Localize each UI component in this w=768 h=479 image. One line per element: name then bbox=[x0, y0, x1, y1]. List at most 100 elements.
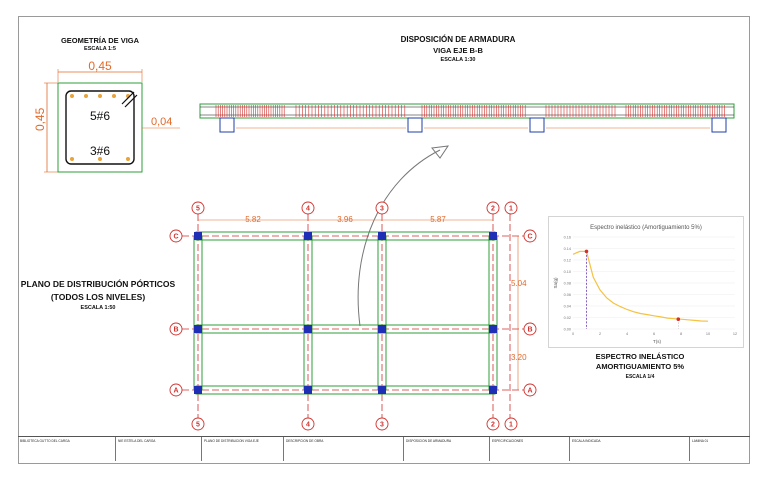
x-tick-label: 2 bbox=[599, 332, 601, 336]
y-tick-label: 0.10 bbox=[564, 270, 571, 274]
callout-arrow bbox=[357, 145, 450, 327]
width-dimension-label: 0,45 bbox=[88, 59, 112, 73]
spectrum-caption-line2: AMORTIGUAMIENTO 5% bbox=[595, 362, 685, 371]
axis-label-c-right: C bbox=[527, 234, 532, 241]
chart-plot-area bbox=[572, 249, 709, 329]
x-tick-label: 12 bbox=[733, 332, 737, 336]
axis-bubble-b-left bbox=[169, 322, 183, 336]
axis-bubble-c-left bbox=[169, 229, 183, 243]
title-block-cell-7: ESCALA INDICADA bbox=[570, 437, 690, 461]
beam-outline bbox=[57, 82, 143, 173]
axis-label-a-right: A bbox=[527, 388, 532, 395]
y-tick-label: 0.02 bbox=[564, 316, 571, 320]
y-tick-label: 0.16 bbox=[564, 236, 571, 240]
axis-bubble-4-bottom bbox=[301, 417, 315, 431]
spectrum-series-line bbox=[572, 250, 709, 322]
y-tick-label: 0.04 bbox=[564, 305, 571, 309]
columns bbox=[194, 232, 497, 394]
title-block-cell-8: LAMINA 01 bbox=[692, 439, 709, 443]
title-block-cell-4: DESCRIPCION DE OBRA bbox=[284, 437, 404, 461]
chart-title: Espectro inelástico (Amortiguamiento 5%) bbox=[590, 225, 702, 231]
reinforcement-subtitle: VIGA EJE B-B bbox=[433, 46, 483, 55]
axis-label-c-left: C bbox=[173, 234, 178, 241]
axis-bubble-b-right bbox=[523, 322, 537, 336]
reinforcement-title: DISPOSICIÓN DE ARMADURA bbox=[400, 35, 516, 44]
title-block-cell-1: BIBLIOTECA GUTTO DEL CARGA bbox=[18, 437, 116, 461]
title-block-cell-2: NIE ESTELA DEL CARGA bbox=[116, 437, 202, 461]
vertical-span-label-1: 5.04 bbox=[511, 279, 527, 288]
y-tick-label: 0.12 bbox=[564, 259, 571, 263]
axis-label-4-bottom: 4 bbox=[306, 422, 310, 429]
title-block-cell-5: DISPOSICION DE ARMADURA bbox=[404, 437, 490, 461]
title-block: BIBLIOTECA GUTTO DEL CARGA NIE ESTELA DE… bbox=[18, 436, 750, 461]
y-tick-label: 0.14 bbox=[564, 247, 571, 251]
top-bars bbox=[70, 94, 130, 98]
axis-label-5-bottom: 5 bbox=[196, 422, 200, 429]
beam-section-title: GEOMETRÍA DE VIGA bbox=[60, 36, 140, 45]
span-label-1: 5.82 bbox=[245, 215, 261, 224]
x-tick-label: 6 bbox=[653, 332, 655, 336]
chart-ticks: 0.00 0.02 0.04 0.06 0.08 0.10 0.12 0.14 0.16 0 2 4 6… bbox=[564, 236, 738, 337]
axis-bubble-3-bottom bbox=[375, 417, 389, 431]
plan-title-line2: (TODOS LOS NIVELES) bbox=[50, 292, 146, 302]
drawing-sheet bbox=[18, 16, 750, 464]
plan-scale: ESCALA 1:50 bbox=[80, 305, 116, 311]
axis-label-3-bottom: 3 bbox=[380, 422, 384, 429]
stirrup-hook bbox=[121, 91, 135, 105]
frame-plan-drawing: 5 4 3 2 1 5 4 3 2 1 C B A C B A 5.82 3.9… bbox=[169, 201, 537, 431]
axis-label-a-left: A bbox=[173, 388, 178, 395]
x-tick-label: 0 bbox=[572, 332, 574, 336]
axis-bubble-5-top bbox=[191, 201, 205, 215]
span-label-3: 5.87 bbox=[430, 215, 446, 224]
vertical-span-label-2: 3.20 bbox=[511, 353, 527, 362]
axis-label-5-top: 5 bbox=[196, 206, 200, 213]
axis-bubble-c-right bbox=[523, 229, 537, 243]
bottom-bars bbox=[70, 157, 130, 161]
spectrum-chart: Espectro inelástico (Amortiguamiento 5%)… bbox=[553, 225, 738, 344]
height-dimension-label: 0,45 bbox=[33, 107, 47, 131]
chart-marker-point bbox=[676, 317, 681, 322]
axis-bubble-1-top bbox=[504, 201, 518, 215]
y-tick-label: 0.08 bbox=[564, 282, 571, 286]
plan-title-line1: PLANO DE DISTRIBUCIÓN PÓRTICOS bbox=[20, 279, 176, 289]
axis-bubble-a-left bbox=[169, 383, 183, 397]
x-tick-label: 8 bbox=[680, 332, 682, 336]
chart-grid bbox=[573, 236, 735, 330]
axis-bubble-2-top bbox=[486, 201, 500, 215]
axis-label-3-top: 3 bbox=[380, 206, 384, 213]
y-tick-label: 0.00 bbox=[564, 328, 571, 332]
beam-section-scale: ESCALA 1:5 bbox=[84, 46, 116, 52]
stirrup-group bbox=[215, 105, 725, 117]
chart-xlabel: T(s) bbox=[653, 339, 661, 344]
spectrum-scale: ESCALA 1/4 bbox=[625, 374, 655, 380]
support-3 bbox=[529, 117, 545, 133]
title-block-cell-3: PLANO DE DISTRIBUCION VIGA EJE bbox=[202, 437, 284, 461]
title-block-cell-6: ESPECIFICACIONES bbox=[490, 437, 570, 461]
axis-label-1-bottom: 1 bbox=[509, 422, 513, 429]
axis-bubble-3-top bbox=[375, 201, 389, 215]
axis-bubble-5-bottom bbox=[191, 417, 205, 431]
chart-marker-point bbox=[584, 249, 589, 254]
axis-label-4-top: 4 bbox=[306, 206, 310, 213]
chart-ylabel: Sa(g) bbox=[553, 277, 558, 289]
axis-label-1-top: 1 bbox=[509, 206, 513, 213]
axis-bubble-a-right bbox=[523, 383, 537, 397]
support-1 bbox=[219, 117, 235, 133]
support-2 bbox=[407, 117, 423, 133]
beam-elevation-outline bbox=[199, 103, 735, 119]
beam-section-drawing bbox=[44, 69, 180, 173]
x-tick-label: 4 bbox=[626, 332, 628, 336]
spectrum-chart-frame: Espectro inelástico (Amortiguamiento 5%)… bbox=[548, 216, 744, 348]
x-tick-label: 10 bbox=[706, 332, 710, 336]
axis-bubble-1-bottom bbox=[504, 417, 518, 431]
support-4 bbox=[711, 117, 727, 133]
beam-elevation-drawing bbox=[199, 103, 735, 133]
axis-label-2-top: 2 bbox=[491, 206, 495, 213]
top-bars-label: 5#6 bbox=[89, 109, 111, 123]
cover-dimension-label: 0,04 bbox=[151, 116, 173, 128]
y-tick-label: 0.06 bbox=[564, 293, 571, 297]
span-label-2: 3.96 bbox=[337, 215, 353, 224]
reinforcement-scale: ESCALA 1:30 bbox=[440, 57, 476, 63]
axis-bubble-4-top bbox=[301, 201, 315, 215]
stirrup bbox=[65, 90, 135, 165]
